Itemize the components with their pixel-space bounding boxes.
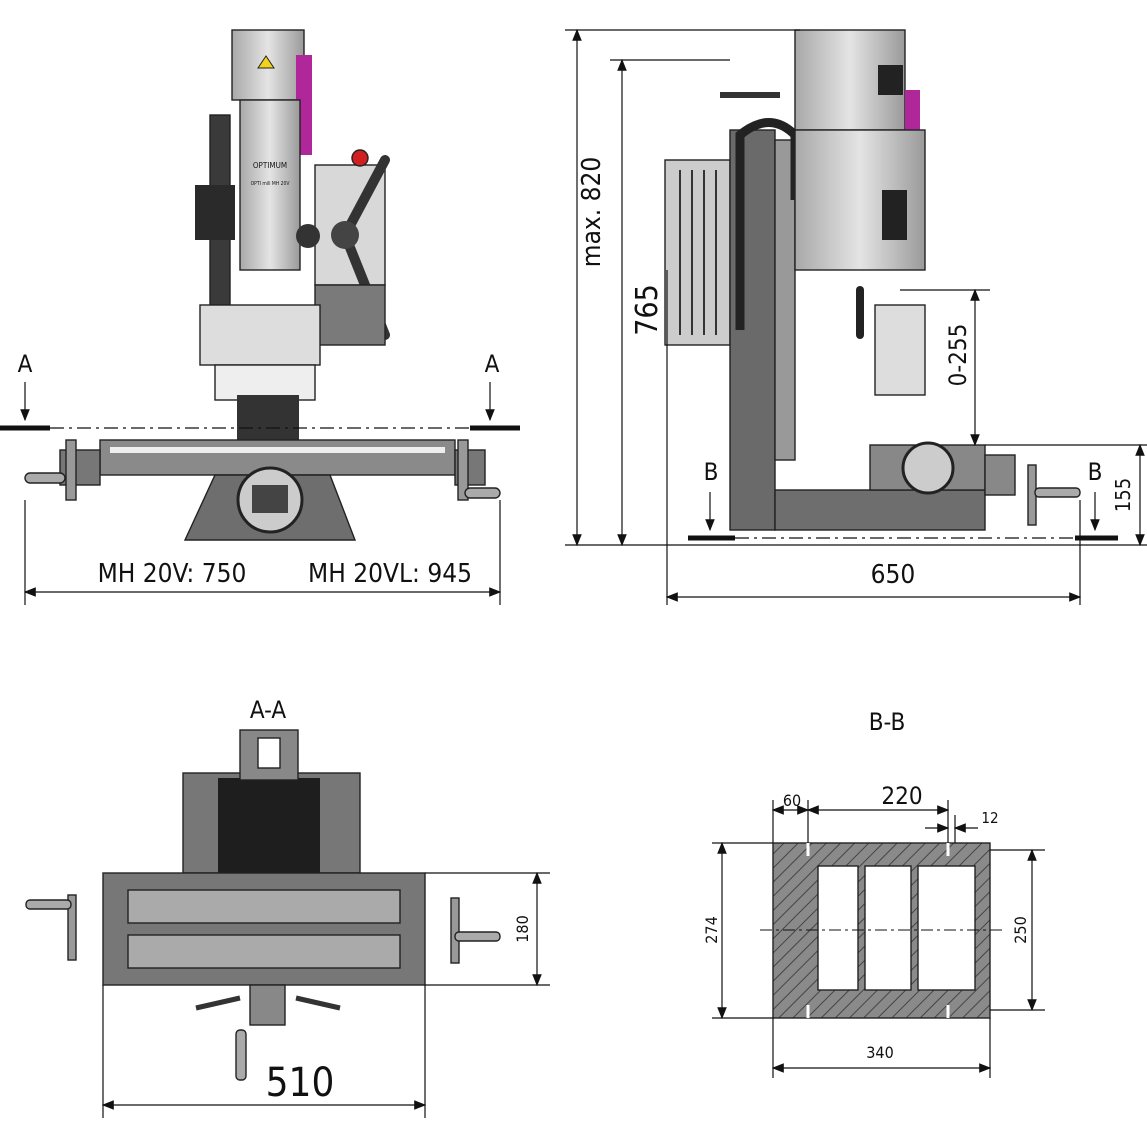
section-b-b: B-B 60 220 12 274 250 340 [702, 708, 1045, 1078]
offset-label: 60 [783, 791, 801, 810]
spindle-guard [199, 304, 321, 366]
section-b-title: B-B [869, 708, 906, 736]
left-handwheel [65, 439, 77, 501]
slot-label: 12 [981, 809, 998, 827]
width-label-mh20vl: MH 20VL: 945 [308, 559, 472, 589]
spindle-travel-label: 0-255 [944, 324, 972, 387]
side-view: B B max. 820 765 0-255 155 650 [565, 28, 1147, 605]
front-view: OPTIMUM OPTI mill MH 20V A A [0, 29, 520, 605]
quill-handle [195, 185, 235, 240]
width-label-mh20v: MH 20V: 750 [98, 559, 247, 589]
outer-height-label: 274 [702, 916, 721, 943]
feed-lever [340, 155, 390, 240]
motor-housing [664, 159, 731, 346]
section-a-title: A-A [250, 696, 287, 724]
cable-hose [735, 118, 800, 330]
section-marker-b-right: B [1088, 458, 1103, 486]
head-body [239, 99, 301, 271]
side-spindle-guard [874, 304, 926, 396]
side-base [774, 489, 986, 531]
emergency-stop-icon [351, 149, 369, 167]
head-model: OPTI mill MH 20V [251, 181, 291, 187]
feed-hub [331, 221, 359, 249]
warning-icon [257, 55, 275, 69]
base-width-label: 340 [866, 1043, 893, 1062]
table-depth-label: 180 [513, 915, 532, 942]
head-brand: OPTIMUM [253, 161, 287, 170]
depth-label: 650 [871, 560, 916, 590]
column-bellows [237, 395, 299, 445]
max-height-label: max. 820 [577, 157, 607, 267]
height-label: 765 [630, 284, 665, 336]
section-marker-a-left: A [18, 350, 33, 378]
section-marker-a-right: A [485, 350, 500, 378]
table-width-label: 510 [266, 1060, 335, 1106]
table-height-label: 155 [1111, 478, 1135, 512]
t-slot-1 [127, 889, 401, 924]
inner-height-label: 250 [1011, 916, 1030, 943]
section-marker-b-left: B [704, 458, 719, 486]
t-slot-2 [127, 934, 401, 969]
section-a-a: A-A 180 510 [25, 696, 550, 1118]
side-quill-lever [882, 190, 907, 240]
right-handwheel [457, 439, 469, 501]
spacing-label: 220 [881, 782, 922, 810]
